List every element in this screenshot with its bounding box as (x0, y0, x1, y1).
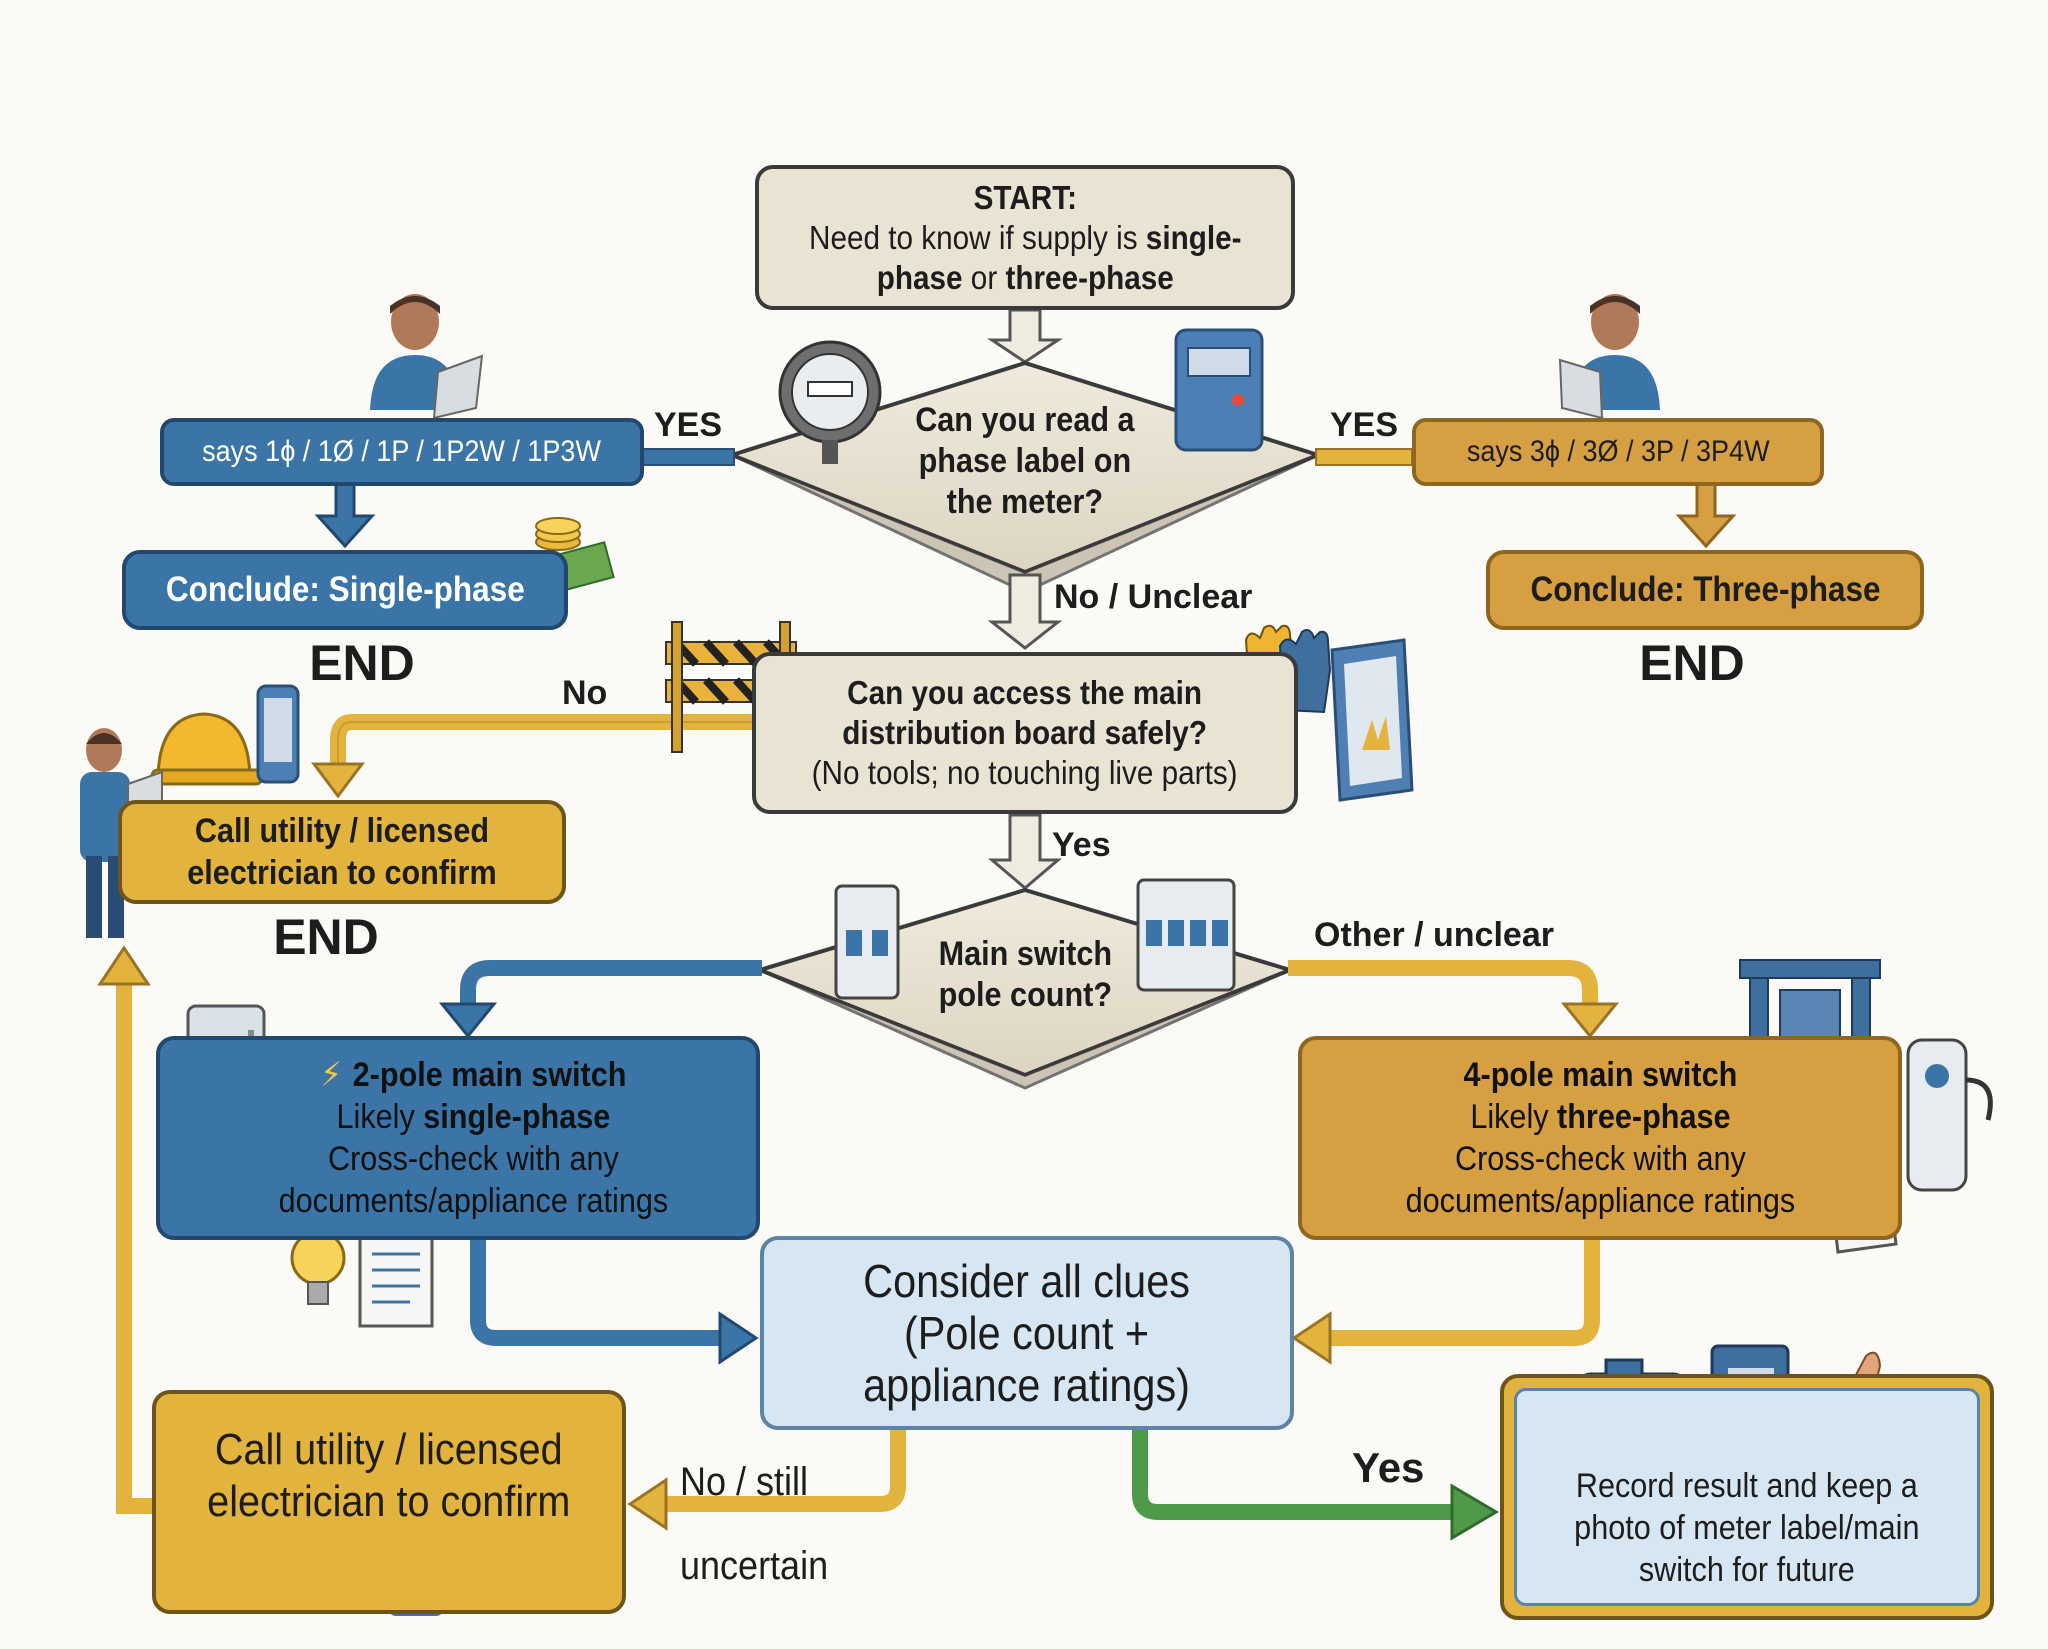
hard-hat-icon (150, 712, 264, 786)
conclude-single-text: Conclude: Single-phase (165, 570, 525, 609)
four-pole-three: three-phase (1556, 1098, 1731, 1136)
yes-final-label: Yes (1352, 1444, 1425, 1491)
consider-box: Consider all clues (Pole count + applian… (760, 1236, 1294, 1430)
board-question-line1: Can you access the main (847, 674, 1203, 711)
board-question-line2: distribution board safely? (842, 714, 1208, 751)
yes-right-label: YES (1330, 406, 1399, 444)
four-pole-breaker-icon (1136, 878, 1236, 992)
document-icon-2 (358, 1232, 434, 1328)
call-top-line1: Call utility / licensed (194, 812, 490, 850)
call-bottom-line1: Call utility / licensed (215, 1425, 563, 1474)
call-utility-top-box: Call utility / licensed electrician to c… (118, 800, 566, 904)
panel-document-icon (1330, 638, 1414, 802)
ev-charger-icon (1906, 1038, 1993, 1192)
no-still-label: No / still uncertain (680, 1440, 845, 1608)
meter-question-text: Can you read a phase label on the meter? (865, 400, 1185, 523)
single-phase-label-text: says 1ϕ / 1Ø / 1P / 1P2W / 1P3W (202, 435, 602, 468)
record-line1: Record result and keep a (1576, 1467, 1918, 1505)
two-pole-single: single-phase (422, 1098, 610, 1136)
person-reading-icon-right (1558, 294, 1660, 420)
lightbulb-icon (290, 1230, 346, 1305)
end-label-1: END (309, 635, 415, 691)
connector-yes-left (639, 448, 735, 466)
meter-question-line1: Can you read a (915, 401, 1135, 439)
call-bottom-line2: electrician to confirm (207, 1477, 571, 1526)
switch-question-line2: pole count? (938, 976, 1112, 1014)
record-line2: photo of meter label/main (1574, 1509, 1920, 1547)
digital-meter-icon (1174, 328, 1264, 452)
two-pole-box: ⚡2-pole main switch Likely single-phase … (156, 1036, 760, 1240)
no-unclear-label: No / Unclear (1054, 578, 1253, 616)
four-pole-line3: Cross-check with any (1454, 1140, 1746, 1178)
conclude-three-box: Conclude: Three-phase (1486, 550, 1924, 630)
person-reading-icon (370, 294, 484, 420)
single-phase-label-box: says 1ϕ / 1Ø / 1P / 1P2W / 1P3W (160, 418, 644, 486)
connector-consider-to-record (1132, 1430, 1460, 1520)
meter-question-line2: phase label on (918, 442, 1132, 480)
yes-label: Yes (1052, 826, 1111, 864)
consider-line1: Consider all clues (863, 1255, 1191, 1307)
start-label: START: (973, 178, 1077, 216)
connector-switch-to-2pole (460, 960, 762, 1010)
start-box: START: Need to know if supply is single-… (755, 165, 1295, 310)
call-utility-bottom-box: Call utility / licensed electrician to c… (152, 1390, 626, 1614)
start-or: or (962, 258, 1006, 296)
call-top-line2: electrician to confirm (187, 854, 497, 892)
two-pole-likely: Likely (336, 1098, 423, 1136)
no-still-line1: No / still (680, 1460, 809, 1504)
arrow-start-to-meter (987, 308, 1063, 364)
arrow-board-to-switch (987, 813, 1063, 890)
consider-line2: (Pole count + (904, 1307, 1150, 1359)
four-pole-line4: documents/appliance ratings (1405, 1182, 1795, 1220)
conclude-single-box: Conclude: Single-phase (122, 550, 568, 630)
analog-meter-icon (778, 340, 882, 464)
industrial-press-icon (1739, 959, 1881, 1139)
three-phase-label-text: says 3ϕ / 3Ø / 3P / 3P4W (1466, 435, 1770, 468)
connector-loop-up (116, 978, 152, 1514)
two-pole-line3: Cross-check with any (327, 1140, 619, 1178)
connector-consider-to-call (660, 1430, 906, 1512)
three-phase-label-box: says 3ϕ / 3Ø / 3P / 3P4W (1412, 418, 1824, 486)
board-question-line3: (No tools; no touching live parts) (812, 754, 1238, 791)
connector-switch-to-4pole (1288, 960, 1598, 1010)
switch-question-text: Main switch pole count? (885, 934, 1165, 1016)
start-text-1: Need to know if supply is (808, 218, 1146, 256)
four-pole-title: 4-pole main switch (1463, 1056, 1737, 1094)
start-phase: phase (876, 258, 963, 296)
connector-2pole-to-consider (470, 1240, 728, 1346)
two-pole-title: 2-pole main switch (352, 1056, 627, 1094)
connector-4pole-to-consider (1322, 1240, 1600, 1346)
record-box: Record result and keep a photo of meter … (1500, 1374, 1994, 1620)
connector-yes-right (1315, 448, 1413, 466)
conclude-three-text: Conclude: Three-phase (1529, 570, 1881, 609)
yes-left-label: YES (654, 406, 723, 444)
meter-question-line3: the meter? (946, 483, 1104, 521)
connector-no-board (330, 714, 752, 772)
board-question-box: Can you access the main distribution boa… (752, 652, 1298, 814)
record-line3: switch for future (1638, 1551, 1855, 1589)
end-label-3: END (273, 909, 379, 965)
phone-icon (256, 684, 300, 784)
end-label-2: END (1639, 635, 1745, 691)
arrow-single-label-down (314, 482, 376, 549)
lightning-icon: ⚡ (319, 1056, 342, 1094)
four-pole-box: 4-pole main switch Likely three-phase Cr… (1298, 1036, 1902, 1240)
two-pole-breaker-icon (834, 884, 900, 1000)
arrow-three-label-down (1675, 482, 1737, 549)
no-still-line2: uncertain (680, 1544, 829, 1588)
four-pole-likely: Likely (1469, 1098, 1557, 1136)
consider-line3: appliance ratings) (863, 1359, 1191, 1411)
arrow-meter-to-board (987, 573, 1063, 650)
two-pole-line4: documents/appliance ratings (278, 1182, 668, 1220)
switch-question-line1: Main switch (938, 935, 1112, 973)
start-three: three-phase (1005, 258, 1174, 296)
start-single: single- (1145, 218, 1242, 256)
no-label: No (562, 674, 608, 712)
other-unclear-label: Other / unclear (1314, 916, 1554, 954)
standing-worker-icon (80, 728, 163, 938)
